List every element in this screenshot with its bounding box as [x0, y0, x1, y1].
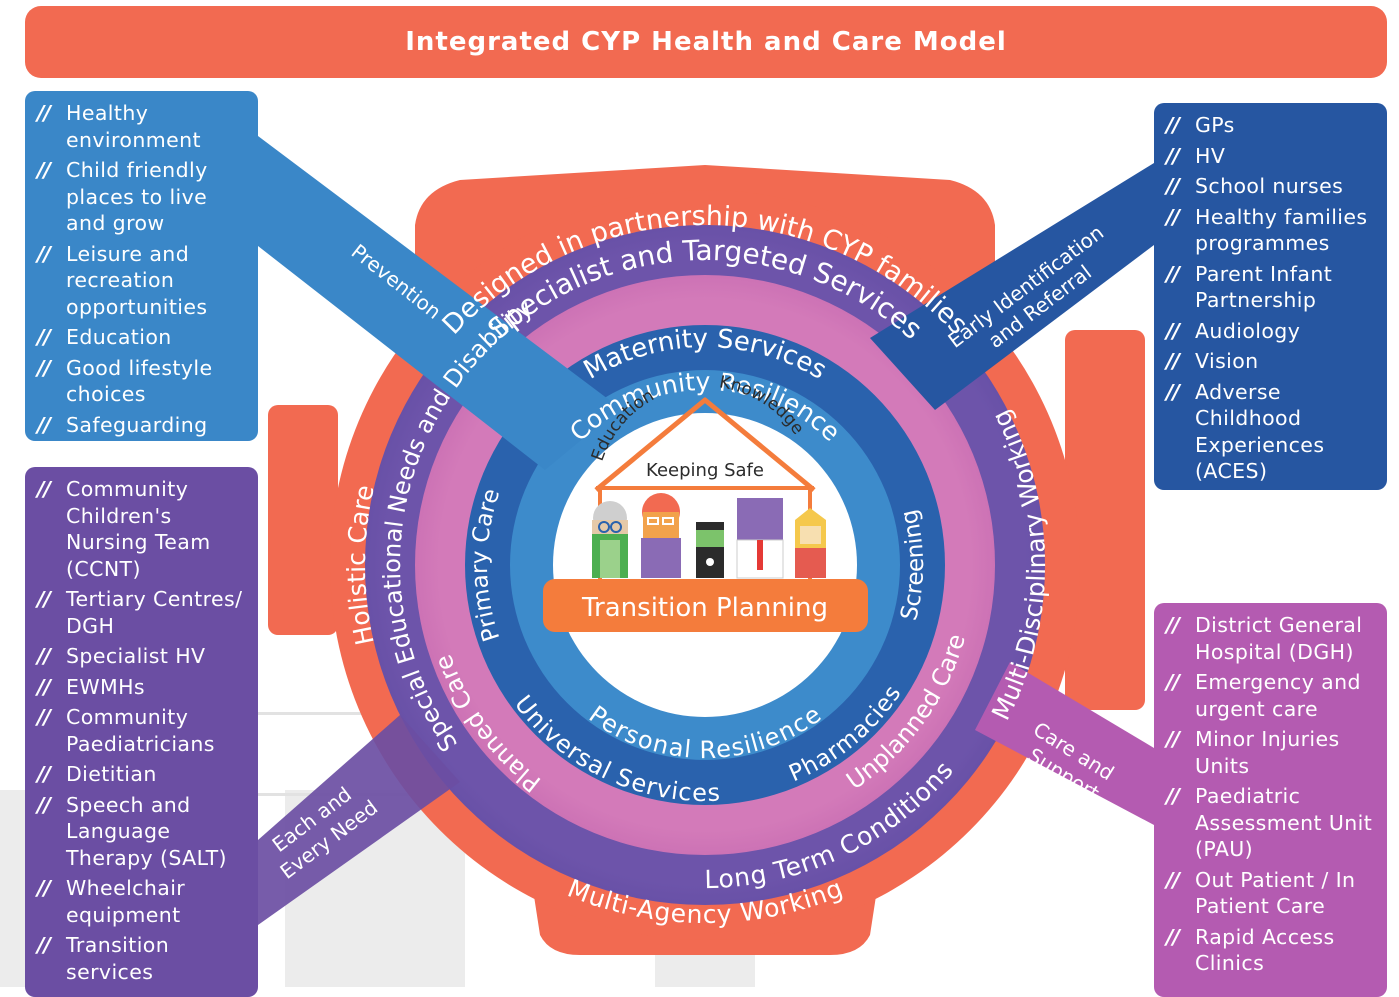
list-item: Minor Injuries Units — [1166, 726, 1379, 779]
list-item: GPs — [1166, 112, 1379, 139]
list-item: Specialist HV — [37, 643, 250, 670]
box-care-support-items: District General Hospital (DGH) Emergenc… — [1154, 603, 1387, 997]
list-item: Healthy families programmes — [1166, 204, 1379, 257]
list-item: EWMHs — [37, 674, 250, 701]
list-item: Out Patient / In Patient Care — [1166, 867, 1379, 920]
list-item: Parent Infant Partnership — [1166, 261, 1379, 314]
box-specialist-items: Community Children's Nursing Team (CCNT)… — [25, 467, 258, 997]
list-item: Transition services — [37, 932, 250, 985]
list-item: School nurses — [1166, 173, 1379, 200]
list-item: Safeguarding — [37, 412, 250, 439]
list-item: Healthy environment — [37, 100, 250, 153]
page-title: Integrated CYP Health and Care Model — [25, 6, 1387, 78]
list-item: Child friendly places to live and grow — [37, 157, 250, 237]
list-item: Vision — [1166, 348, 1379, 375]
list-item: Good lifestyle choices — [37, 355, 250, 408]
house-label-keeping-safe: Keeping Safe — [646, 460, 764, 481]
family-figures — [592, 493, 826, 579]
box-early-identification-items: GPs HV School nurses Healthy families pr… — [1154, 103, 1387, 490]
list-item: Tertiary Centres/ DGH — [37, 586, 250, 639]
transition-planning-banner — [543, 579, 868, 632]
list-item: Dietitian — [37, 761, 250, 788]
list-item: Speech and Language Therapy (SALT) — [37, 792, 250, 872]
list-item: Adverse Childhood Experiences (ACES) — [1166, 379, 1379, 485]
list-item: District General Hospital (DGH) — [1166, 612, 1379, 665]
list-item: Emergency and urgent care — [1166, 669, 1379, 722]
list-item: Paediatric Assessment Unit (PAU) — [1166, 783, 1379, 863]
transition-planning-label: Transition Planning — [581, 593, 828, 623]
list-item: Wheelchair equipment — [37, 875, 250, 928]
box-prevention-items: Healthy environment Child friendly place… — [25, 91, 258, 441]
list-item: Education — [37, 324, 250, 351]
list-item: Leisure and recreation opportunities — [37, 241, 250, 321]
list-item: Community Children's Nursing Team (CCNT) — [37, 476, 250, 582]
list-item: Community Paediatricians — [37, 704, 250, 757]
list-item: Rapid Access Clinics — [1166, 924, 1379, 977]
list-item: HV — [1166, 143, 1379, 170]
list-item: Audiology — [1166, 318, 1379, 345]
